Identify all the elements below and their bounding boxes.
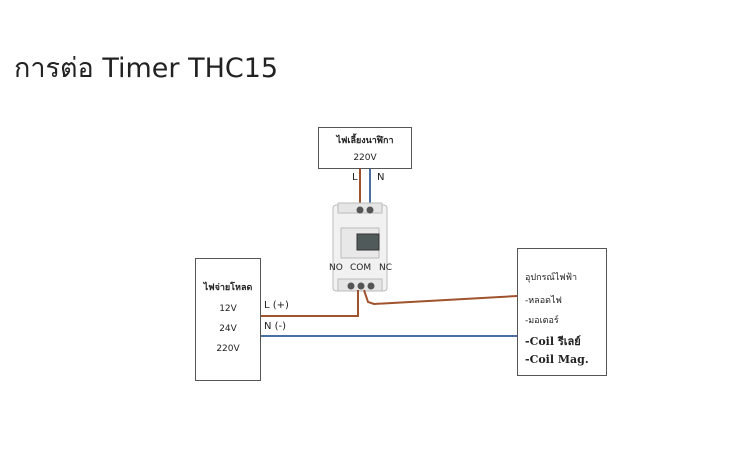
voltage-option: 220V <box>216 344 240 354</box>
load-live-return-wire <box>363 289 518 306</box>
clock-supply-voltage: 220V <box>353 153 377 163</box>
load-supply-box: ไฟจ่ายโหลด 12V 24V 220V <box>195 258 261 381</box>
clock-l-label: L <box>352 172 358 183</box>
load-device-box: อุปกรณ์ไฟฟ้า -หลอดไฟ -มอเตอร์ -Coil รีเล… <box>517 248 607 376</box>
voltage-option: 12V <box>219 304 237 314</box>
neutral-wire-label: N (-) <box>264 321 287 332</box>
live-wire-label: L (+) <box>264 300 289 311</box>
page-title: การต่อ Timer THC15 <box>14 53 279 84</box>
timer-module <box>332 202 388 292</box>
load-item: -มอเตอร์ <box>525 316 559 326</box>
clock-supply-box: ไฟเลี้ยงนาฬิกา 220V <box>318 127 412 169</box>
timer-com-label: COM <box>350 263 372 273</box>
load-supply-label: ไฟจ่ายโหลด <box>203 283 253 293</box>
timer-no-label: NO <box>329 263 343 273</box>
load-item: -หลอดไฟ <box>525 296 562 306</box>
load-live-wire <box>261 290 359 317</box>
load-item: -Coil Mag. <box>525 353 589 366</box>
voltage-option: 24V <box>219 324 237 334</box>
load-device-label: อุปกรณ์ไฟฟ้า <box>525 273 578 283</box>
timer-nc-label: NC <box>379 263 393 273</box>
load-item: -Coil รีเลย์ <box>525 335 581 348</box>
clock-supply-label: ไฟเลี้ยงนาฬิกา <box>336 136 394 146</box>
clock-n-label: N <box>377 172 385 183</box>
